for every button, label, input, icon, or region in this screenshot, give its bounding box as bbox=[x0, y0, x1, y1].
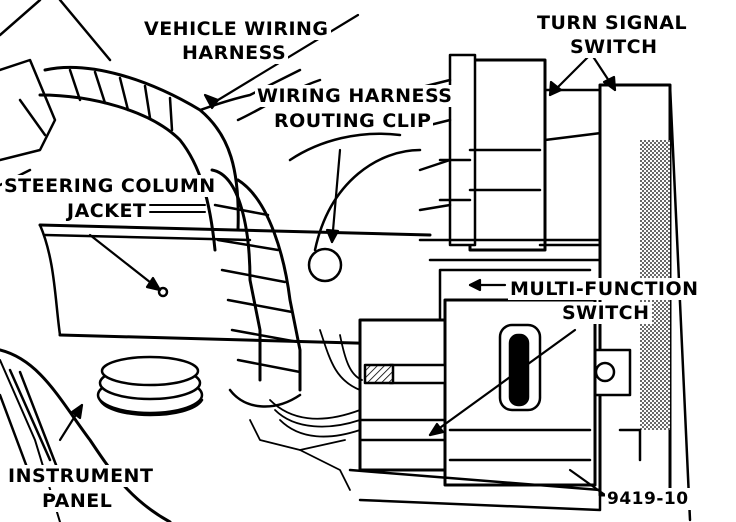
callout-leaders bbox=[58, 13, 617, 497]
label-multi-function-l1: MULTI-FUNCTION bbox=[508, 278, 701, 300]
label-turn-signal-l2: SWITCH bbox=[568, 36, 660, 58]
column-spring bbox=[96, 355, 204, 417]
switch-wires bbox=[249, 329, 363, 491]
label-vehicle-wiring-l1: VEHICLE WIRING bbox=[142, 18, 331, 40]
routing-clip bbox=[288, 132, 422, 283]
label-routing-clip-l1: WIRING HARNESS bbox=[255, 85, 455, 107]
label-column-jacket-l2: JACKET bbox=[65, 200, 149, 222]
dashboard-bracket bbox=[0, 0, 112, 187]
label-multi-function-l2: SWITCH bbox=[560, 302, 652, 324]
label-column-jacket-l1: STEERING COLUMN bbox=[2, 175, 218, 197]
instrument-panel bbox=[0, 348, 172, 522]
label-instrument-panel-l2: PANEL bbox=[40, 490, 115, 512]
label-routing-clip-l2: ROUTING CLIP bbox=[272, 110, 434, 132]
label-instrument-panel-l1: INSTRUMENT bbox=[6, 465, 156, 487]
label-turn-signal-l1: TURN SIGNAL bbox=[535, 12, 690, 34]
figure-number: 9419-10 bbox=[605, 488, 691, 510]
multi-function-switch bbox=[348, 268, 602, 512]
label-vehicle-wiring-l2: HARNESS bbox=[180, 42, 289, 64]
